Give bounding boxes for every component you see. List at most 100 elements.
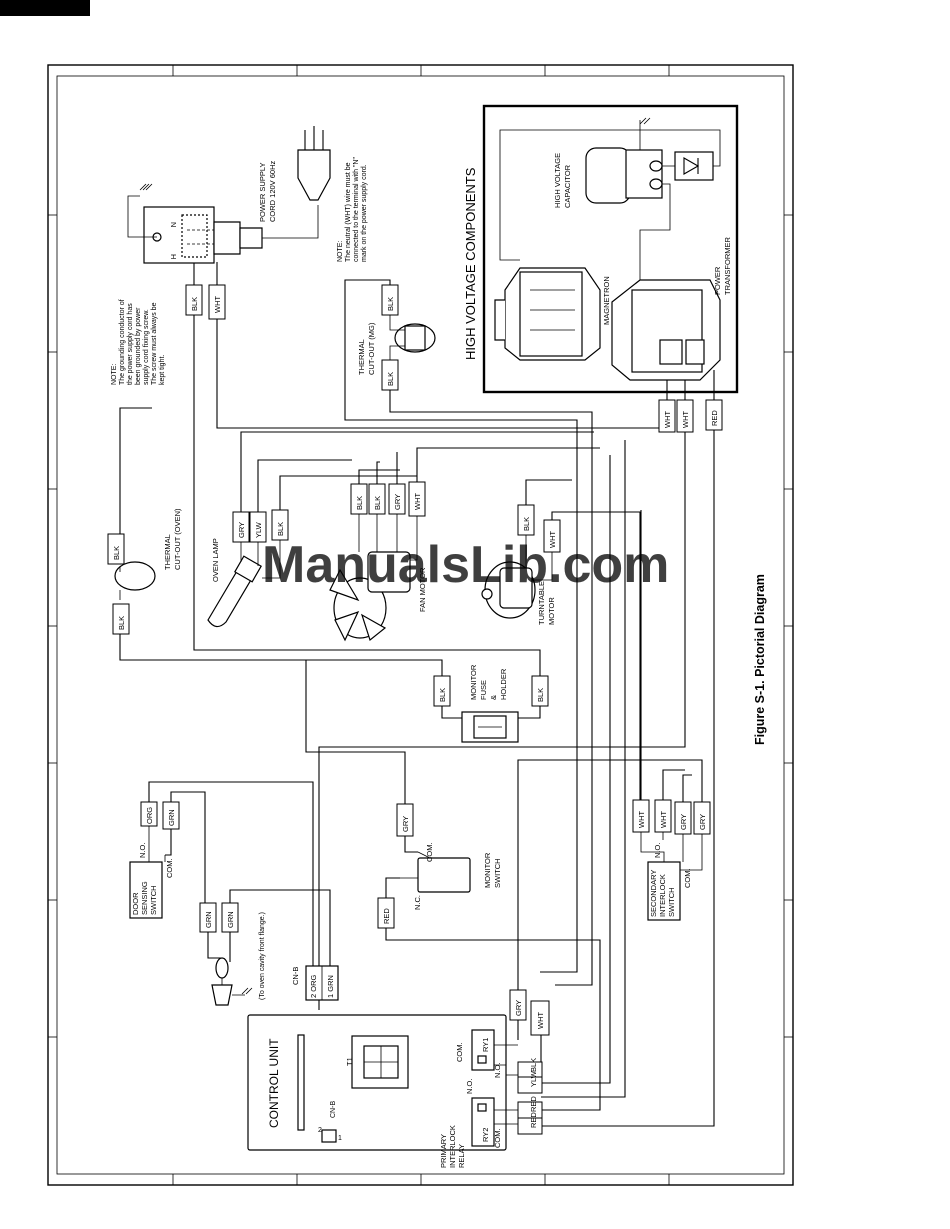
svg-text:BLK: BLK <box>373 496 382 510</box>
monitor-fuse-holder: MONITOR FUSE & HOLDER <box>461 664 519 743</box>
tag-wht-hv1: WHT <box>658 399 676 433</box>
control-unit: CONTROL UNIT CN-B 2 1 T1 RY1 COM. N.O. R… <box>247 1014 518 1168</box>
svg-text:NOTE:: NOTE: <box>111 364 118 385</box>
diagram-frame <box>47 64 794 1186</box>
tag-wht-ry1: WHT <box>530 1000 550 1036</box>
plug-h-label: H <box>169 254 178 259</box>
tag-grn-door: GRN <box>162 801 180 830</box>
svg-text:WHT: WHT <box>536 1012 545 1029</box>
thermal-cutout-mg: THERMAL CUT-OUT (MG) <box>357 315 436 375</box>
svg-text:GRY: GRY <box>679 814 688 830</box>
tag-red-mon: RED <box>377 897 395 929</box>
svg-text:SWITCH: SWITCH <box>493 858 502 888</box>
svg-text:(To oven cavity front flange.): (To oven cavity front flange.) <box>259 912 266 1000</box>
svg-text:PRIMARY: PRIMARY <box>439 1134 448 1168</box>
hv-title: HIGH VOLTAGE COMPONENTS <box>463 167 478 360</box>
oven-lamp: OVEN LAMP <box>207 537 281 628</box>
svg-text:WHT: WHT <box>637 811 646 828</box>
svg-text:2: 2 <box>318 1127 322 1134</box>
magnetron: MAGNETRON <box>494 267 611 361</box>
svg-text:BLK: BLK <box>438 688 447 702</box>
svg-text:SWITCH: SWITCH <box>667 887 676 917</box>
corner-tab <box>0 0 90 16</box>
svg-text:connected to the terminal with: connected to the terminal with "N" <box>353 157 360 262</box>
wiring <box>119 262 715 1127</box>
svg-text:RED: RED <box>710 410 719 426</box>
hv-capacitor: HIGH VOLTAGE CAPACITOR <box>499 117 721 290</box>
tag-blk-plug: BLK <box>185 284 203 316</box>
svg-text:TURNTABLE: TURNTABLE <box>537 581 546 625</box>
svg-text:ORG: ORG <box>145 807 154 824</box>
svg-text:BLK: BLK <box>529 1058 538 1072</box>
svg-text:T1: T1 <box>345 1057 354 1066</box>
svg-text:N.C.: N.C. <box>413 895 422 910</box>
svg-text:YLW: YLW <box>529 1070 538 1087</box>
cnb-connector: CN-B 2 ORG 1 GRN <box>291 965 339 1001</box>
svg-text:MOTOR: MOTOR <box>547 597 556 625</box>
note-neutral: NOTE: The neutral (WHT) wire must be con… <box>337 157 368 262</box>
svg-text:N.O.: N.O. <box>465 1079 474 1094</box>
svg-text:BLK: BLK <box>355 496 364 510</box>
svg-text:HOLDER: HOLDER <box>499 668 508 700</box>
svg-text:CAPACITOR: CAPACITOR <box>563 164 572 208</box>
svg-text:BLK: BLK <box>190 297 199 311</box>
svg-text:HIGH VOLTAGE: HIGH VOLTAGE <box>553 153 562 208</box>
svg-text:WHT: WHT <box>659 811 668 828</box>
power-cord-label-1: POWER SUPPLY <box>258 163 267 222</box>
svg-text:BLK: BLK <box>386 297 395 311</box>
tag-blk-fan2: BLK <box>368 483 386 515</box>
svg-text:SENSING: SENSING <box>140 881 149 915</box>
tag-blk-th-top: BLK <box>107 533 125 565</box>
svg-text:YLW: YLW <box>254 521 263 538</box>
svg-text:RY1: RY1 <box>481 1038 490 1052</box>
svg-text:COM.: COM. <box>425 842 434 862</box>
svg-text:GRY: GRY <box>698 814 707 830</box>
svg-text:MAGNETRON: MAGNETRON <box>602 276 611 325</box>
svg-text:kept tight.: kept tight. <box>159 355 166 385</box>
tag-blk-mg-bot: BLK <box>381 359 399 391</box>
watermark: ManualsLib.com <box>262 536 669 594</box>
svg-text:OVEN LAMP: OVEN LAMP <box>211 538 220 582</box>
svg-text:CN-B: CN-B <box>291 967 300 985</box>
svg-text:BLK: BLK <box>522 517 531 531</box>
svg-text:GRN: GRN <box>167 809 176 826</box>
svg-text:RY2: RY2 <box>481 1128 490 1142</box>
svg-text:THERMAL: THERMAL <box>163 534 172 570</box>
tag-gry-mon: GRY <box>396 803 414 837</box>
svg-text:FUSE: FUSE <box>479 680 488 700</box>
svg-text:COM.: COM. <box>455 1042 464 1062</box>
power-cord-label-2: CORD 120V 60Hz <box>268 160 277 222</box>
svg-text:POWER: POWER <box>713 266 722 295</box>
svg-text:BLK: BLK <box>112 546 121 560</box>
svg-text:INTERLOCK: INTERLOCK <box>658 874 667 917</box>
svg-text:GRN: GRN <box>204 911 213 928</box>
tag-grn-g2: GRN <box>221 902 239 933</box>
svg-text:GRY: GRY <box>514 1000 523 1016</box>
svg-text:been grounded by power: been grounded by power <box>135 307 142 385</box>
svg-text:NOTE:: NOTE: <box>337 241 344 262</box>
svg-text:INTERLOCK: INTERLOCK <box>448 1125 457 1168</box>
svg-text:COM.: COM. <box>683 868 692 888</box>
svg-text:FAN MOTOR: FAN MOTOR <box>418 567 427 612</box>
svg-text:The screw must always be: The screw must always be <box>151 302 158 385</box>
tag-blk-tt: BLK <box>517 504 535 536</box>
svg-text:the power supply cord has: the power supply cord has <box>127 303 134 385</box>
tag-blk-fuse2: BLK <box>531 675 549 707</box>
svg-text:THERMAL: THERMAL <box>357 339 366 375</box>
svg-text:RELAY: RELAY <box>457 1144 466 1168</box>
svg-text:&: & <box>489 695 498 700</box>
ground-connector: (To oven cavity front flange.) <box>211 912 266 1006</box>
svg-text:RED: RED <box>382 908 391 924</box>
tag-gry-lamp: GRY <box>232 511 250 543</box>
tag-gry-ry1: GRY <box>509 989 527 1021</box>
svg-text:supply cord fixing screw.: supply cord fixing screw. <box>143 309 150 385</box>
svg-text:WHT: WHT <box>681 411 690 428</box>
tag-wht-fan: WHT <box>408 481 426 517</box>
svg-text:MONITOR: MONITOR <box>483 852 492 888</box>
svg-text:1 GRN: 1 GRN <box>326 975 335 998</box>
svg-text:COM.: COM. <box>493 1128 502 1148</box>
tag-wht-sec1: WHT <box>632 799 650 833</box>
svg-text:GRY: GRY <box>401 816 410 832</box>
tag-gry-sec1: GRY <box>674 801 692 835</box>
